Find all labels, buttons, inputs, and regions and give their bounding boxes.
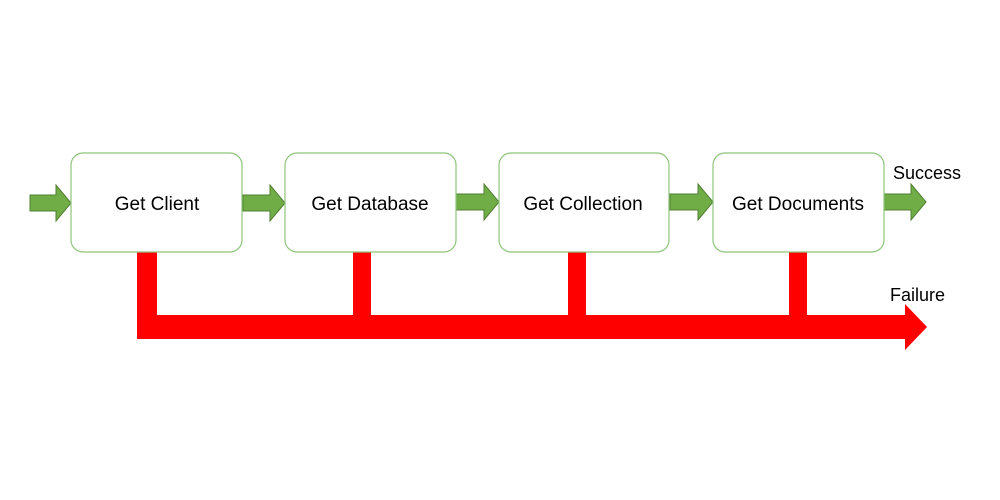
failure-arrow — [137, 304, 927, 350]
success-label: Success — [893, 163, 961, 183]
step-box — [712, 152, 885, 253]
entry-arrow — [29, 183, 72, 223]
failure-drop-get-database — [353, 252, 371, 319]
arrow-client-to-database — [242, 183, 286, 223]
step-label: Get Database — [311, 194, 428, 215]
arrow-collection-to-documents — [669, 182, 714, 222]
step-box — [284, 152, 457, 253]
failure-drop-get-documents — [789, 252, 807, 319]
step-label: Get Collection — [523, 194, 642, 215]
step-label: Get Documents — [732, 194, 864, 215]
success-flow — [29, 182, 927, 223]
arrow-database-to-collection — [455, 182, 500, 222]
step-box — [498, 152, 670, 253]
failure-path — [137, 252, 927, 350]
step-box — [70, 152, 243, 253]
step-get-client: Get Client — [70, 152, 243, 253]
success-arrow — [883, 182, 927, 222]
step-get-documents: Get Documents — [712, 152, 885, 253]
step-get-collection: Get Collection — [498, 152, 670, 253]
failure-label: Failure — [890, 285, 945, 305]
step-label: Get Client — [115, 194, 200, 215]
step-get-database: Get Database — [284, 152, 457, 253]
failure-drop-get-collection — [568, 252, 586, 319]
